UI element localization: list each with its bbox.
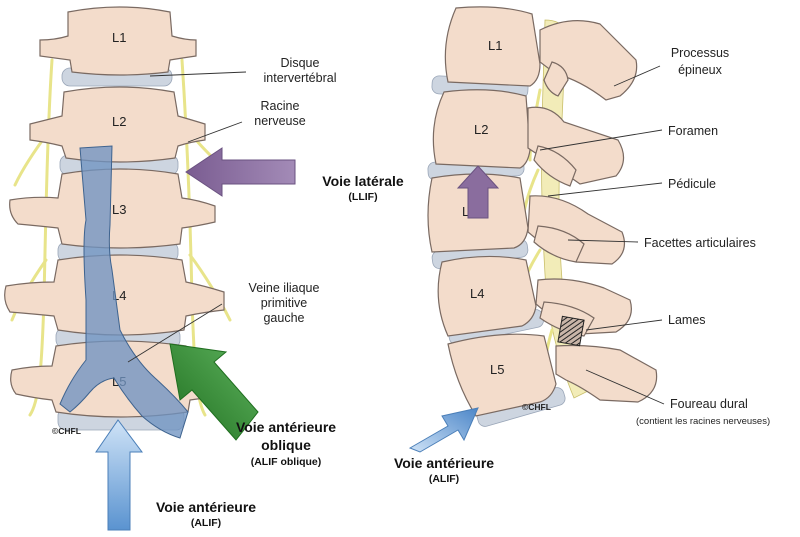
vertebra-label: L5 — [490, 362, 504, 377]
lames-hatch — [557, 315, 585, 347]
label-voie-anterieure-left: Voie antérieure (ALIF) — [156, 499, 256, 529]
label-voie-anterieure-right: Voie antérieure (ALIF) — [394, 455, 494, 485]
svg-text:Pédicule: Pédicule — [668, 177, 716, 191]
label-veine: Veine iliaque primitive gauche — [127, 281, 320, 363]
anterior-arrow-left — [95, 419, 143, 531]
svg-text:Voie latérale: Voie latérale — [322, 173, 404, 189]
label-racine: Racine nerveuse — [187, 99, 306, 143]
svg-text:(ALIF oblique): (ALIF oblique) — [251, 456, 322, 468]
front-vertebra-l3: L3 — [9, 168, 216, 249]
front-vertebra-l1: L1 — [39, 6, 197, 76]
vertebra-label: L3 — [112, 202, 126, 217]
label-voie-oblique: Voie antérieure oblique (ALIF oblique) — [236, 419, 336, 468]
front-spine: L1 L2 L3 L4 L5 — [4, 6, 232, 439]
svg-text:Processus: Processus — [671, 46, 729, 60]
copyright-left: ©CHFL — [52, 426, 81, 436]
svg-text:Disque: Disque — [281, 56, 320, 70]
svg-text:gauche: gauche — [263, 311, 304, 325]
svg-text:épineux: épineux — [678, 63, 723, 77]
label-lames: Lames — [585, 313, 706, 331]
vertebra-label: L — [462, 204, 469, 219]
svg-text:(ALIF): (ALIF) — [191, 517, 221, 529]
side-spine: L1 L2 L L4 L5 — [427, 6, 658, 427]
svg-text:(LLIF): (LLIF) — [348, 191, 377, 203]
svg-text:Lames: Lames — [668, 313, 706, 327]
copyright-right: ©CHFL — [522, 402, 551, 412]
vertebra-label: L2 — [112, 114, 126, 129]
label-voie-laterale: Voie latérale (LLIF) — [322, 173, 404, 203]
anterior-arrow-right — [408, 407, 479, 453]
label-facettes: Facettes articulaires — [567, 236, 756, 250]
svg-text:Racine: Racine — [261, 99, 300, 113]
svg-text:(contient les racines nerveuse: (contient les racines nerveuses) — [636, 416, 770, 427]
label-foureau: Foureau dural (contient les racines nerv… — [585, 369, 770, 427]
svg-text:intervertébral: intervertébral — [264, 71, 337, 85]
lateral-arrow-side — [456, 165, 500, 219]
label-pedicule: Pédicule — [547, 177, 716, 197]
svg-text:Facettes articulaires: Facettes articulaires — [644, 236, 756, 250]
oblique-anterior-arrow — [169, 343, 259, 441]
svg-text:(ALIF): (ALIF) — [429, 473, 459, 485]
iliac-vein — [59, 145, 189, 439]
svg-text:Voie antérieure: Voie antérieure — [394, 455, 494, 471]
svg-text:Voie antérieure: Voie antérieure — [156, 499, 256, 515]
vertebra-label: L1 — [488, 38, 502, 53]
svg-text:Veine iliaque: Veine iliaque — [249, 281, 320, 295]
label-disque: Disque intervertébral — [149, 56, 337, 85]
label-foramen: Foramen — [539, 124, 718, 151]
svg-text:Voie antérieure: Voie antérieure — [236, 419, 336, 435]
side-vertebra-l5: L5 — [447, 333, 658, 417]
front-vertebra-l2: L2 — [29, 86, 206, 163]
label-processus: Processus épineux — [613, 46, 729, 87]
svg-text:primitive: primitive — [261, 296, 308, 310]
vertebra-label: L1 — [112, 30, 126, 45]
vertebra-label: L4 — [470, 286, 484, 301]
svg-text:Foureau dural: Foureau dural — [670, 397, 748, 411]
svg-text:nerveuse: nerveuse — [254, 114, 305, 128]
side-vertebra-l2: L2 — [432, 89, 625, 187]
side-vertebra-l1: L1 — [444, 6, 638, 101]
lateral-arrow-left — [185, 147, 296, 197]
svg-text:Foramen: Foramen — [668, 124, 718, 138]
svg-text:oblique: oblique — [261, 437, 311, 453]
vertebra-label: L2 — [474, 122, 488, 137]
